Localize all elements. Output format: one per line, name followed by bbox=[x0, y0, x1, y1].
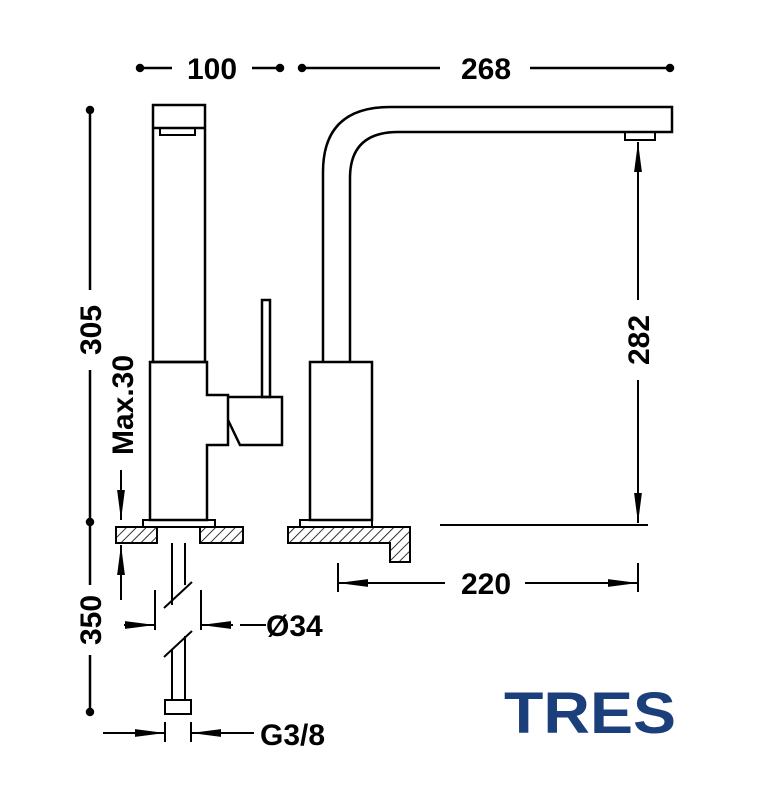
label-d34: Ø34 bbox=[266, 610, 323, 643]
label-max30: Max.30 bbox=[107, 355, 140, 455]
faucet-side-view bbox=[115, 103, 284, 715]
faucet-front-view bbox=[287, 105, 674, 563]
label-305: 305 bbox=[75, 305, 108, 355]
label-100: 100 bbox=[187, 53, 237, 86]
tres-logo: TRES bbox=[504, 681, 676, 746]
dimension-220 bbox=[337, 563, 639, 592]
dimension-268 bbox=[297, 63, 675, 73]
dimension-100 bbox=[135, 63, 285, 73]
dimension-305 bbox=[85, 105, 95, 527]
label-220: 220 bbox=[461, 568, 511, 601]
label-268: 268 bbox=[461, 53, 511, 86]
dimension-d34 bbox=[124, 590, 266, 630]
dimension-g38 bbox=[103, 722, 254, 742]
label-g38: G3/8 bbox=[260, 719, 325, 752]
dimension-350 bbox=[85, 522, 95, 717]
label-350: 350 bbox=[75, 595, 108, 645]
dimension-282 bbox=[440, 142, 648, 526]
label-282: 282 bbox=[623, 315, 656, 365]
